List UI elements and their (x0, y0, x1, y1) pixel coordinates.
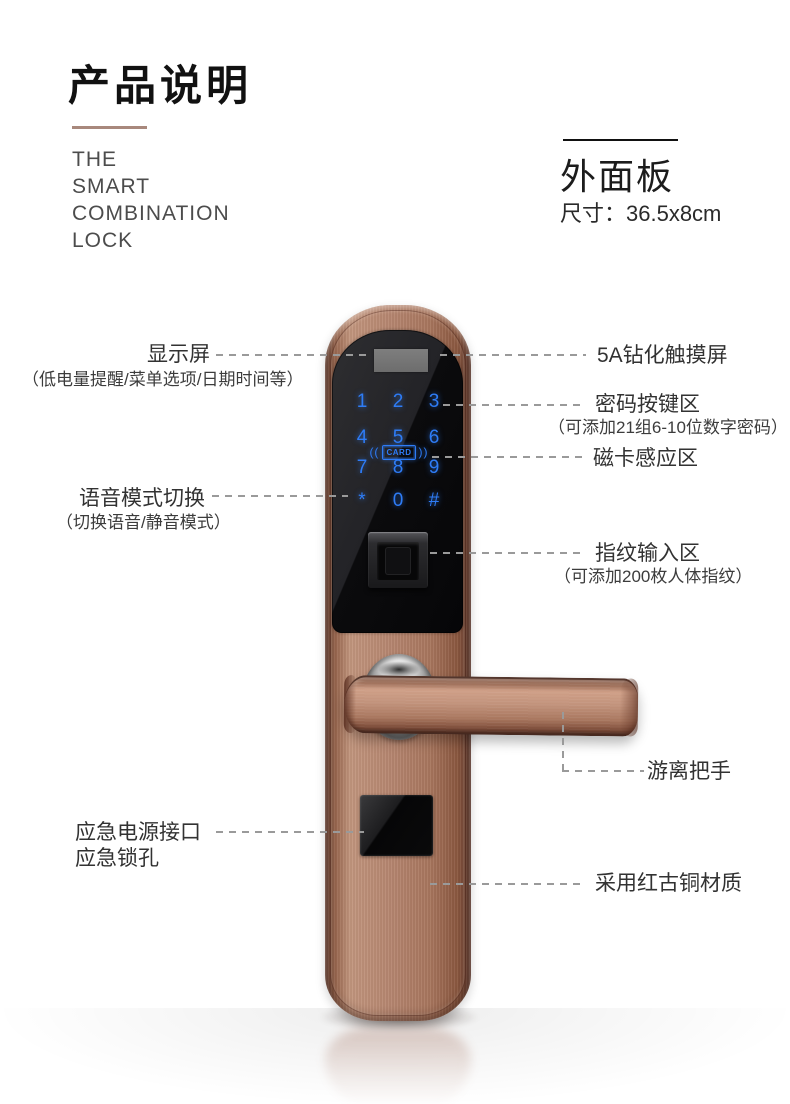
annotation-display-sub: （低电量提醒/菜单选项/日期时间等） (22, 368, 342, 392)
keypad-key: # (428, 490, 440, 511)
callout-line-emergency (216, 831, 364, 833)
subtitle-line: SMART (72, 175, 151, 198)
annotation-sub: （可添加200枚人体指纹） (554, 567, 753, 586)
callout-line-display (216, 354, 372, 356)
door-handle (343, 675, 639, 737)
annotation-sub: （可添加21组6-10位数字密码） (548, 418, 788, 437)
annotation-label: 密码按键区 (595, 393, 700, 416)
callout-line-card (432, 456, 584, 458)
card-reader-icon: (( CARD )) (355, 442, 443, 462)
annotation-sub: （低电量提醒/菜单选项/日期时间等） (22, 370, 304, 389)
annotation-fingerprint-sub: （可添加200枚人体指纹） (554, 565, 774, 589)
card-wave-right: )) (418, 445, 429, 459)
lock-front-panel: 1 2 3 4 5 6 (( CARD )) 7 8 9 * 0 (325, 305, 471, 1021)
keypad-key: 8 (392, 457, 404, 478)
callout-line-handle (562, 770, 644, 772)
callout-line-touchscreen (440, 354, 586, 356)
callout-line-voice (212, 495, 348, 497)
annotation-label: 应急电源接口 (75, 821, 201, 844)
lock-reflection (325, 1028, 471, 1104)
fingerprint-reader (368, 532, 428, 588)
annotation-touchscreen: 5A钻化触摸屏 (597, 343, 777, 369)
keypad-key: 7 (356, 457, 368, 478)
touch-glass-panel: 1 2 3 4 5 6 (( CARD )) 7 8 9 * 0 (332, 330, 463, 633)
keypad-row: 4 5 6 (345, 427, 451, 449)
annotation-label: 指纹输入区 (595, 542, 700, 565)
keypad-key: 0 (392, 490, 404, 511)
keypad-key: 5 (392, 427, 404, 448)
annotation-card: 磁卡感应区 (593, 446, 773, 472)
emergency-power-cover (360, 795, 433, 856)
subtitle-line: THE (72, 148, 117, 171)
callout-line-keypad (443, 404, 586, 406)
card-wave-left: (( (369, 445, 380, 459)
callout-line-fingerprint (430, 552, 586, 554)
keypad-key: 2 (392, 391, 404, 412)
keypad-row: 7 8 9 (345, 457, 451, 479)
callout-line-handle-vertical (562, 712, 564, 770)
annotation-emergency: 应急电源接口 应急锁孔 (75, 820, 295, 872)
annotation-fingerprint: 指纹输入区 (595, 541, 775, 567)
annotation-handle: 游离把手 (647, 759, 787, 785)
keypad-key: 9 (428, 457, 440, 478)
keypad-row: * 0 # (345, 490, 451, 512)
annotation-label: 应急锁孔 (75, 847, 159, 870)
fingerprint-sensor (385, 547, 411, 575)
panel-name: 外面板 (560, 156, 675, 197)
keypad-key: 4 (356, 427, 368, 448)
keypad-key: * (358, 490, 366, 511)
panel-groove (330, 310, 466, 1016)
annotation-keypad-sub: （可添加21组6-10位数字密码） (548, 416, 788, 440)
subtitle-line: COMBINATION (72, 202, 230, 225)
annotation-keypad: 密码按键区 (595, 392, 775, 418)
subtitle-line: LOCK (72, 229, 134, 252)
annotation-sub: （切换语音/静音模式） (56, 513, 231, 532)
title-underline (72, 126, 147, 129)
page-title: 产品说明 (68, 62, 253, 109)
annotation-label: 显示屏 (147, 343, 210, 366)
annotation-voice: 语音模式切换 (20, 486, 205, 512)
annotation-material: 采用红古铜材质 (595, 871, 785, 897)
keypad-key: 6 (428, 427, 440, 448)
callout-line-material (430, 883, 586, 885)
annotation-label: 语音模式切换 (79, 487, 205, 510)
english-subtitle: THE SMART COMBINATION LOCK (72, 146, 230, 254)
card-icon-label: CARD (382, 444, 416, 460)
lcd-display (374, 349, 428, 372)
annotation-label: 游离把手 (647, 760, 731, 783)
annotation-label: 磁卡感应区 (593, 447, 698, 470)
fingerprint-window (377, 542, 419, 580)
keypad-key: 3 (428, 391, 440, 412)
panel-info-divider (563, 139, 678, 141)
keypad-key: 1 (356, 391, 368, 412)
annotation-label: 采用红古铜材质 (595, 872, 742, 895)
keypad-row: 1 2 3 (345, 391, 451, 413)
annotation-display: 显示屏 (20, 342, 210, 368)
annotation-label: 5A钻化触摸屏 (597, 344, 728, 367)
annotation-voice-sub: （切换语音/静音模式） (56, 511, 316, 535)
panel-size: 尺寸：36.5x8cm (560, 201, 722, 226)
